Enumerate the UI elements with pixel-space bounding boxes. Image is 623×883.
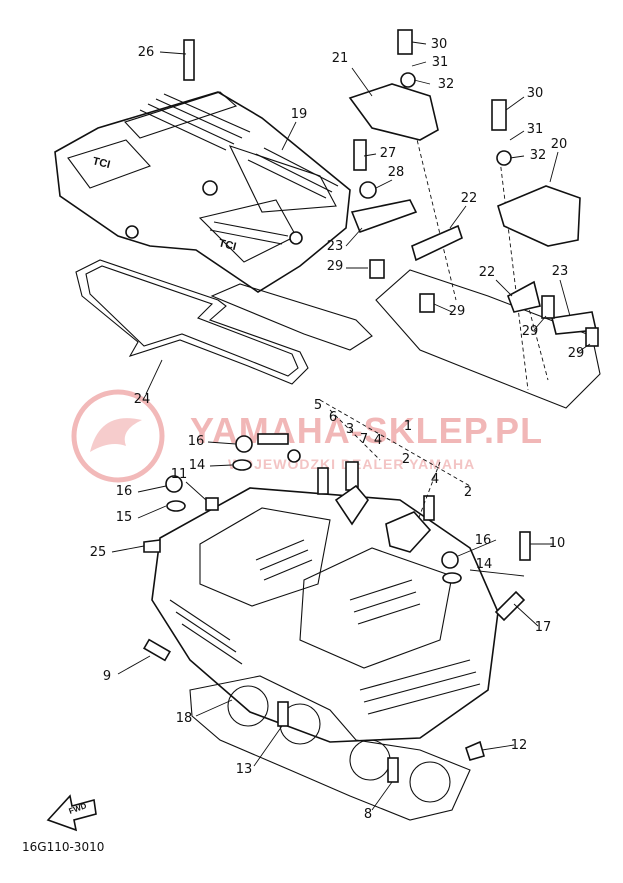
washer-14a — [232, 459, 252, 471]
callout-29: 29 — [449, 304, 466, 319]
callout-11: 11 — [171, 467, 188, 482]
washer-28 — [359, 181, 377, 199]
callout-4: 4 — [431, 472, 439, 487]
head-cover-gasket — [75, 259, 373, 385]
cover-plate-20 — [497, 185, 581, 247]
watermark-logo-mark — [90, 418, 142, 452]
callout-22: 22 — [461, 191, 478, 206]
cylinder-head-cover: TCI TCI — [54, 91, 351, 293]
callout-29: 29 — [327, 259, 344, 274]
callout-32: 32 — [438, 77, 455, 92]
bolt-30b — [491, 99, 507, 131]
rocker-arm-1 — [334, 484, 370, 526]
callout-30: 30 — [527, 86, 544, 101]
callout-23: 23 — [327, 239, 344, 254]
callout-3: 3 — [346, 422, 354, 437]
bracket-22b — [507, 280, 541, 313]
bolt-30a — [397, 29, 413, 55]
front-direction-arrow: FWD — [46, 794, 97, 832]
washer-32b — [496, 150, 512, 166]
callout-16: 16 — [188, 434, 205, 449]
callout-30: 30 — [431, 37, 448, 52]
cap-12 — [465, 740, 485, 761]
callout-8: 8 — [364, 807, 372, 822]
watermark-logo-ring — [71, 389, 165, 483]
stud-10 — [519, 531, 531, 561]
bolt-27 — [353, 139, 367, 171]
stud-9 — [143, 638, 171, 662]
callout-25: 25 — [90, 545, 107, 560]
bracket-22a — [411, 224, 463, 262]
callout-1: 1 — [404, 419, 412, 434]
callout-15: 15 — [116, 510, 133, 525]
callout-32: 32 — [530, 148, 547, 163]
spark-plug-17 — [494, 590, 526, 622]
callout-17: 17 — [535, 620, 552, 635]
callout-31: 31 — [432, 55, 449, 70]
callout-4: 4 — [374, 433, 382, 448]
callout-29: 29 — [568, 346, 585, 361]
frame-mount-area — [183, 29, 601, 409]
nut-16a — [235, 435, 253, 453]
callout-16: 16 — [116, 484, 133, 499]
svg-text:TCI: TCI — [217, 237, 237, 253]
bolt-26 — [183, 39, 195, 81]
callout-18: 18 — [176, 711, 193, 726]
pin-25 — [143, 539, 161, 553]
plug-5 — [257, 433, 289, 445]
callout-24: 24 — [134, 392, 151, 407]
bolt-4 — [423, 495, 435, 521]
callout-21: 21 — [332, 51, 349, 66]
cap-11 — [205, 497, 219, 511]
callout-28: 28 — [388, 165, 405, 180]
callout-10: 10 — [549, 536, 566, 551]
callout-31: 31 — [527, 122, 544, 137]
callout-2: 2 — [464, 485, 472, 500]
callout-23: 23 — [552, 264, 569, 279]
callout-6: 6 — [329, 410, 337, 425]
callout-22: 22 — [479, 265, 496, 280]
valve-3 — [317, 467, 329, 495]
cover-plate-21 — [348, 83, 439, 141]
svg-text:TCI: TCI — [91, 155, 111, 171]
callout-27: 27 — [380, 146, 397, 161]
callout-9: 9 — [103, 669, 111, 684]
collar-29c — [541, 295, 555, 319]
callout-13: 13 — [236, 762, 253, 777]
o-ring-6 — [287, 449, 301, 463]
callout-29: 29 — [522, 324, 539, 339]
collar-29b — [419, 293, 435, 313]
collar-29a — [369, 259, 385, 279]
callout-26: 26 — [138, 45, 155, 60]
collar-29d — [585, 327, 599, 347]
callout-19: 19 — [291, 107, 308, 122]
bracket-23a — [350, 199, 418, 234]
nut-16b — [165, 475, 183, 493]
nut-16c — [441, 551, 459, 569]
callout-14: 14 — [476, 557, 493, 572]
callout-7: 7 — [360, 432, 368, 447]
washer-32a — [400, 72, 416, 88]
callout-12: 12 — [511, 738, 528, 753]
stud-13 — [277, 701, 289, 727]
callout-5: 5 — [314, 398, 322, 413]
diagram-code: 16G110-3010 — [22, 840, 105, 854]
rocker-arm-2 — [385, 511, 432, 553]
callout-16: 16 — [475, 533, 492, 548]
callout-14: 14 — [189, 458, 206, 473]
cylinder-head — [151, 487, 499, 821]
stud-8 — [387, 757, 399, 783]
callout-20: 20 — [551, 137, 568, 152]
washer-15 — [166, 500, 186, 512]
callout-2: 2 — [402, 452, 410, 467]
head-fasteners — [143, 399, 531, 783]
leader-lines — [111, 41, 591, 811]
washer-14b — [442, 572, 462, 584]
